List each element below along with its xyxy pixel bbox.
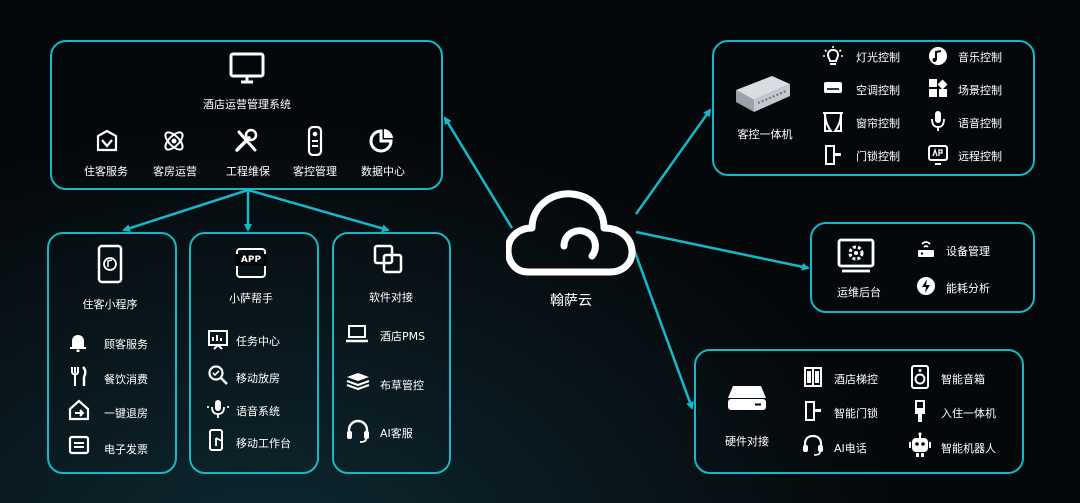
phone-music-icon: [97, 244, 123, 284]
robot-icon: [909, 432, 931, 457]
music-icon: [929, 47, 947, 65]
ops-item-device-mgmt: 设备管理: [946, 245, 990, 258]
app-remote-icon: [928, 145, 948, 165]
fork-knife-icon: [71, 366, 87, 386]
control-unit-label: 客控一体机: [737, 128, 793, 141]
ops-backend-label: 运维后台: [837, 286, 881, 299]
door-lock-icon: [825, 145, 841, 165]
software-title: 软件对接: [369, 291, 413, 304]
mini-item-dining: 餐饮消费: [104, 373, 148, 386]
voice-icon: [931, 111, 945, 131]
tools-icon: [235, 128, 258, 152]
software-item-pms: 酒店PMS: [380, 330, 426, 343]
hardware-label: 硬件对接: [725, 435, 769, 448]
monitor-icon: [229, 52, 265, 84]
app-icon-text: APP: [235, 254, 267, 266]
rc-item-remote: 远程控制: [958, 150, 1002, 163]
rc-item-door-lock: 门锁控制: [856, 150, 900, 163]
helper-item-voice-system: 语音系统: [236, 405, 280, 418]
router-icon: [918, 241, 934, 257]
hotel-system-title: 酒店运营管理系统: [203, 98, 291, 111]
link-cloud-to-ops-backend: [635, 230, 810, 271]
air-conditioner-icon: [824, 82, 842, 93]
hw-item-ai-phone: AI电话: [834, 442, 867, 455]
module-engineering: 工程维保: [226, 165, 270, 178]
ops-backend-panel: [810, 222, 1035, 313]
magnifier-icon: [208, 365, 228, 385]
rc-item-curtain: 窗帘控制: [856, 117, 900, 130]
energy-icon: [917, 277, 935, 295]
bell-icon: [70, 335, 86, 352]
room-control-panel: [712, 40, 1035, 176]
mini-item-customer-service: 顾客服务: [104, 338, 148, 351]
mini-program-panel: [47, 232, 177, 474]
module-room-control: 客控管理: [293, 165, 337, 178]
remote-control-icon: [307, 126, 323, 156]
helper-item-room-release: 移动放房: [236, 372, 280, 385]
hardware-device-icon: [728, 386, 766, 410]
cloud-label: 翰萨云: [550, 293, 592, 309]
task-board-icon: [208, 330, 228, 350]
hw-item-elevator: 酒店梯控: [834, 373, 878, 386]
house-exit-icon: [68, 399, 90, 421]
rc-item-music: 音乐控制: [958, 51, 1002, 64]
helper-item-mobile-desk: 移动工作台: [236, 437, 291, 450]
mini-program-title: 住客小程序: [82, 298, 138, 311]
ai-phone-icon: [803, 434, 823, 456]
hotel-system-panel: [50, 40, 443, 190]
module-guest-service: 住客服务: [84, 165, 128, 178]
hw-item-kiosk: 入住一体机: [941, 407, 996, 420]
helper-app-panel: [189, 232, 319, 474]
helper-item-task-center: 任务中心: [236, 335, 280, 348]
link-hotel-to-software: [247, 188, 390, 233]
app-icon: APP: [235, 248, 267, 278]
rc-item-light: 灯光控制: [856, 51, 900, 64]
link-cloud-to-room-control: [634, 108, 712, 215]
dashboard-gear-icon: [837, 238, 875, 273]
smart-lock-icon: [805, 401, 821, 421]
link-cloud-to-hardware: [630, 243, 694, 410]
scene-grid-icon: [929, 79, 948, 97]
link-hotel-to-mini-program: [122, 188, 249, 232]
microphone-icon: [207, 400, 229, 418]
rc-item-voice: 语音控制: [958, 117, 1002, 130]
software-item-linen: 布草管控: [380, 379, 424, 392]
integration-icon: [373, 244, 403, 274]
headset-icon: [347, 419, 369, 443]
hw-item-smart-lock: 智能门锁: [834, 407, 878, 420]
room-operation-icon: [164, 131, 184, 151]
invoice-icon: [68, 435, 90, 455]
guest-service-icon: [96, 129, 118, 152]
laptop-icon: [346, 325, 368, 343]
mini-item-invoice: 电子发票: [104, 443, 148, 456]
kiosk-icon: [915, 400, 925, 422]
rc-item-scene: 场景控制: [958, 84, 1002, 97]
software-panel: [332, 232, 451, 474]
helper-app-title: 小萨帮手: [229, 292, 273, 305]
mobile-desk-icon: [209, 429, 223, 451]
hw-item-robot: 智能机器人: [941, 442, 996, 455]
module-data-center: 数据中心: [361, 165, 405, 178]
hardware-panel: [694, 349, 1024, 474]
speaker-icon: [911, 365, 929, 389]
hw-item-speaker: 智能音箱: [941, 373, 985, 386]
light-bulb-icon: [823, 46, 843, 65]
curtain-icon: [823, 112, 843, 132]
software-item-ai-service: AI客服: [380, 427, 413, 440]
rc-item-ac: 空调控制: [856, 84, 900, 97]
mini-item-checkout: 一键退房: [104, 407, 148, 420]
link-cloud-to-hotel-system: [443, 116, 514, 229]
elevator-icon: [804, 367, 822, 387]
cloud-icon: [506, 190, 636, 276]
control-unit-device: [736, 76, 790, 112]
ops-item-energy: 能耗分析: [946, 282, 990, 295]
pie-chart-icon: [369, 129, 393, 153]
module-room-operation: 客房运营: [153, 165, 197, 178]
linen-icon: [346, 373, 370, 391]
